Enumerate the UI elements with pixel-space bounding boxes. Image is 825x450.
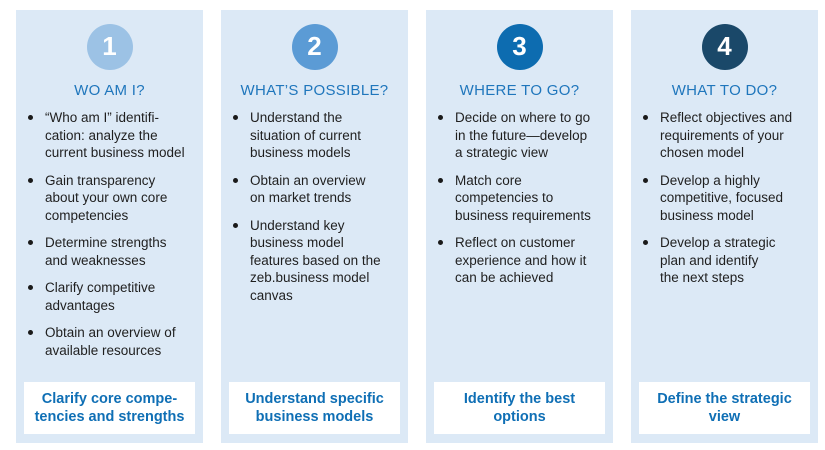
phase-3-summary-text: Identify the best options	[463, 391, 576, 425]
bullet-text: Match core competencies to business requ…	[455, 172, 591, 223]
bullet-dot-icon	[28, 240, 33, 245]
phase-panel-2: 2 WHAT’S POSSIBLE? Understand the situat…	[221, 10, 408, 443]
bullet-item: Understand the situation of current busi…	[231, 109, 402, 162]
bullet-item: Decide on where to go in the future—deve…	[436, 109, 607, 162]
bullet-text: Develop a highly competitive, focused bu…	[660, 172, 784, 223]
bullet-text: Decide on where to go in the future—deve…	[455, 110, 591, 160]
bullet-item: Develop a strategic plan and identify th…	[641, 234, 812, 287]
bullet-text: Understand key business model features b…	[250, 217, 381, 303]
bullet-dot-icon	[643, 177, 648, 183]
phase-2-bullet-list: Understand the situation of current busi…	[221, 109, 408, 314]
phase-3-bullet-list: Decide on where to go in the future—deve…	[426, 109, 613, 297]
phase-3-heading: WHERE TO GO?	[459, 82, 580, 99]
bullet-dot-icon	[438, 240, 443, 245]
bullet-item: Understand key business model features b…	[231, 217, 402, 305]
bullet-item: Clarify competitive advantages	[26, 279, 197, 314]
phase-4-heading: WHAT TO DO?	[671, 82, 778, 99]
phase-3-number: 3	[512, 31, 527, 61]
bullet-text: “Who am I” identifi- cation: analyze the…	[45, 110, 185, 160]
phase-panel-1: 1 WO AM I? “Who am I” identifi- cation: …	[16, 10, 203, 443]
bullet-item: Develop a highly competitive, focused bu…	[641, 172, 812, 225]
bullet-text: Obtain an overview on market trends	[250, 172, 366, 206]
bullet-dot-icon	[438, 177, 443, 183]
bullet-dot-icon	[643, 240, 648, 245]
bullet-text: Reflect objectives and requirements of y…	[660, 110, 793, 160]
bullet-dot-icon	[28, 330, 33, 335]
bullet-item: Match core competencies to business requ…	[436, 172, 607, 225]
phase-4-bullet-list: Reflect objectives and requirements of y…	[631, 109, 818, 297]
phase-1-summary-text: Clarify core compe- tencies and strength…	[34, 391, 185, 425]
bullet-item: Reflect on customer experience and how i…	[436, 234, 607, 287]
phase-panel-3: 3 WHERE TO GO? Decide on where to go in …	[426, 10, 613, 443]
phase-4-number-badge: 4	[701, 24, 748, 70]
bullet-text: Obtain an overview of available resource…	[45, 325, 176, 358]
phase-panel-4: 4 WHAT TO DO? Reflect objectives and req…	[631, 10, 818, 443]
phase-4-summary-text: Define the strategic view	[657, 391, 792, 425]
bullet-item: Obtain an overview on market trends	[231, 172, 402, 207]
phase-1-heading: WO AM I?	[74, 82, 145, 99]
bullet-text: Develop a strategic plan and identify th…	[660, 235, 776, 285]
phase-1-bullet-list: “Who am I” identifi- cation: analyze the…	[16, 109, 203, 369]
bullet-text: Determine strengths and weaknesses	[45, 235, 167, 268]
phase-2-summary-text: Understand specific business models	[245, 391, 384, 425]
bullet-item: Obtain an overview of available resource…	[26, 324, 197, 359]
bullet-dot-icon	[28, 115, 33, 120]
phase-2-number: 2	[307, 31, 322, 61]
bullet-dot-icon	[233, 222, 238, 228]
phase-2-number-badge: 2	[291, 24, 338, 70]
bullet-text: Understand the situation of current busi…	[250, 110, 362, 160]
phase-4-number: 4	[717, 31, 732, 61]
bullet-dot-icon	[233, 177, 238, 183]
phase-3-number-badge: 3	[496, 24, 543, 70]
bullet-item: Gain transparency about your own core co…	[26, 172, 197, 225]
phase-1-number-badge: 1	[86, 24, 133, 70]
bullet-item: Reflect objectives and requirements of y…	[641, 109, 812, 162]
phase-2-summary-box: Understand specific business models	[229, 382, 400, 434]
phase-1-summary-box: Clarify core compe- tencies and strength…	[24, 382, 195, 434]
bullet-dot-icon	[438, 115, 443, 120]
bullet-dot-icon	[643, 115, 648, 120]
bullet-dot-icon	[28, 285, 33, 290]
bullet-item: Determine strengths and weaknesses	[26, 234, 197, 269]
phase-3-summary-box: Identify the best options	[434, 382, 605, 434]
bullet-dot-icon	[233, 115, 238, 120]
bullet-text: Clarify competitive advantages	[45, 280, 156, 313]
phase-4-summary-box: Define the strategic view	[639, 382, 810, 434]
bullet-dot-icon	[28, 177, 33, 183]
phase-2-heading: WHAT’S POSSIBLE?	[240, 82, 389, 99]
phase-1-number: 1	[102, 31, 117, 61]
bullet-text: Reflect on customer experience and how i…	[455, 235, 587, 285]
bullet-text: Gain transparency about your own core co…	[45, 172, 168, 223]
bullet-item: “Who am I” identifi- cation: analyze the…	[26, 109, 197, 162]
